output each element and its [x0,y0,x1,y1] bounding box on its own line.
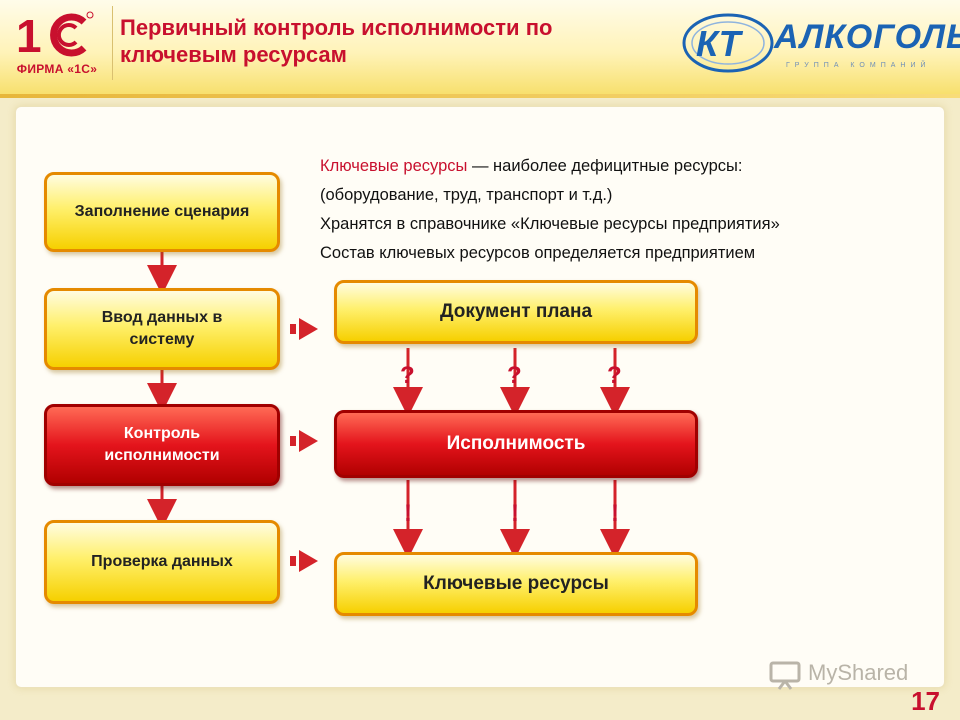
info-line-1: Ключевые ресурсы — наиболее дефицитные р… [320,152,940,181]
question-mark-3: ? [607,362,622,389]
info-line-4: Состав ключевых ресурсов определяется пр… [320,244,756,262]
logo-1c-mark: 1 [16,10,94,60]
svg-text:1: 1 [16,10,42,60]
feasibility-to-resources-arrows [393,480,630,559]
brand-name: АЛКОГОЛЬ [774,18,960,56]
info-key-term: Ключевые ресурсы [320,157,468,175]
logo-kt-letters: КТ [696,23,744,64]
logo-kt-mark: КТ [682,13,774,73]
block-feasibility: Исполнимость [334,410,698,478]
step-feasibility-control: Контроль исполнимости [44,404,280,486]
logo-kt-alkogol: КТ АЛКОГОЛЬ ГРУППА КОМПАНИЙ [682,12,960,74]
step-data-entry: Ввод данных в системy [44,288,280,370]
question-mark-2: ? [507,362,522,389]
brand-tagline: ГРУППА КОМПАНИЙ [786,62,931,69]
step-fill-scenario: Заполнение сценария [44,172,280,252]
info-text: Ключевые ресурсы — наиболее дефицитные р… [320,152,940,268]
info-line-3: Хранятся в справочнике «Ключевые ресурсы… [320,215,780,233]
block-key-resources: Ключевые ресурсы [334,552,698,616]
watermark-text: MyShared [808,660,909,685]
block-plan-document: Документ плана [334,280,698,344]
logo-1c-caption: ФИРМА «1С» [16,62,98,76]
watermark: MyShared [768,658,928,692]
info-definition: — наиболее дефицитные ресурсы: [467,157,743,175]
exclamation-mark-1: ! [404,500,412,527]
cross-arrows [290,318,318,572]
header-rule [0,94,960,98]
plan-to-feasibility-arrows [393,348,630,417]
step-data-check: Проверка данных [44,520,280,604]
logo-1c: 1 ФИРМА «1С» [8,6,106,84]
presentation-icon [769,661,801,690]
slide-title: Первичный контроль исполнимости по ключе… [120,15,553,67]
question-mark-1: ? [400,362,415,389]
info-line-2: (оборудование, труд, транспорт и т.д.) [320,186,613,204]
page-number: 17 [911,686,940,716]
exclamation-mark-3: ! [611,500,619,527]
exclamation-mark-2: ! [511,500,519,527]
title-separator [112,6,113,80]
slide-header [0,0,960,96]
